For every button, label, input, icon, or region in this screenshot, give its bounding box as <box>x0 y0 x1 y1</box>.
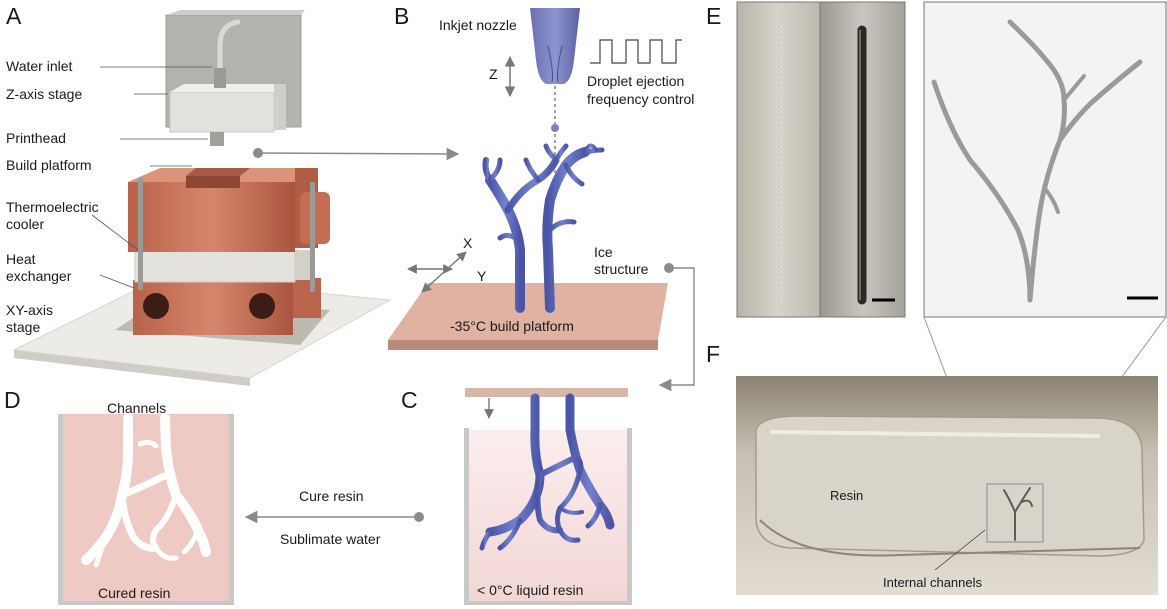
panel-letter-c: C <box>401 387 418 413</box>
cured-resin-block <box>62 414 230 602</box>
build-platform-block <box>186 176 240 188</box>
panel-a-printer <box>12 10 392 386</box>
label-liquid-resin: < 0°C liquid resin <box>477 582 584 598</box>
cold-build-platform <box>388 283 668 340</box>
flow-arrow-a-to-b <box>257 147 460 161</box>
panel-c-resin-bath <box>464 388 632 605</box>
label-xy-axis: XY-axis <box>6 302 53 318</box>
label-platform-temp: -35°C build platform <box>450 318 574 334</box>
thermoelectric-cooler <box>134 249 296 283</box>
label-stage: stage <box>6 319 41 335</box>
label-thermoelectric: Thermoelectric <box>6 199 99 215</box>
label-cured-resin: Cured resin <box>98 585 171 601</box>
panel-letter-b: B <box>394 3 410 29</box>
panel-d-cured <box>58 413 234 605</box>
cooling-block <box>128 182 295 252</box>
zoom-box <box>986 483 1044 543</box>
label-frequency-control: frequency control <box>587 91 695 107</box>
panel-letter-f: F <box>706 341 721 367</box>
droplet <box>551 124 559 132</box>
label-printhead: Printhead <box>6 130 66 146</box>
internal-channels-leader <box>934 529 986 571</box>
micrograph-1 <box>736 1 821 318</box>
water-tube <box>217 19 241 73</box>
label-y: Y <box>477 268 487 284</box>
heat-exchanger-port-right <box>249 293 275 319</box>
ice-structure-inverted <box>479 393 615 551</box>
micrograph-3 <box>923 1 1167 318</box>
label-exchanger: exchanger <box>6 268 72 284</box>
frequency-waveform <box>590 39 682 64</box>
label-resin: Resin <box>830 488 864 503</box>
resin-block <box>755 415 1145 557</box>
panel-b-printing <box>388 8 682 350</box>
label-sublimate-water: Sublimate water <box>280 531 381 547</box>
panel-letter-e: E <box>706 3 722 29</box>
label-cure-resin: Cure resin <box>299 488 364 504</box>
label-ice: Ice <box>594 244 613 260</box>
channel-network <box>81 413 211 568</box>
label-internal-channels: Internal channels <box>883 575 983 590</box>
label-x: X <box>463 235 473 251</box>
label-z: Z <box>489 66 498 82</box>
panel-letter-d: D <box>4 387 21 413</box>
channel-branch-image <box>931 19 1143 303</box>
label-cooler: cooler <box>6 216 45 232</box>
label-droplet-ejection: Droplet ejection <box>587 73 685 89</box>
flow-arrow-b-to-c <box>658 267 695 392</box>
ice-structure <box>482 143 605 313</box>
label-z-axis-stage: Z-axis stage <box>6 86 83 102</box>
inkjet-nozzle <box>530 8 580 84</box>
liquid-resin-bath <box>468 430 628 602</box>
label-inkjet-nozzle: Inkjet nozzle <box>439 17 517 33</box>
heat-exchanger-port-left <box>143 293 169 319</box>
z-stage <box>169 91 275 133</box>
panel-letter-a: A <box>6 3 22 29</box>
label-water-inlet: Water inlet <box>6 58 73 74</box>
y-arrow <box>421 251 467 293</box>
label-structure: structure <box>594 261 649 277</box>
panel-f-photograph <box>736 376 1158 595</box>
panel-e-micrographs <box>736 1 1167 318</box>
label-build-platform: Build platform <box>6 157 92 173</box>
label-heat: Heat <box>6 251 36 267</box>
label-channels: Channels <box>107 400 167 416</box>
inverted-platform <box>465 388 628 397</box>
printhead-nozzle <box>210 132 224 146</box>
